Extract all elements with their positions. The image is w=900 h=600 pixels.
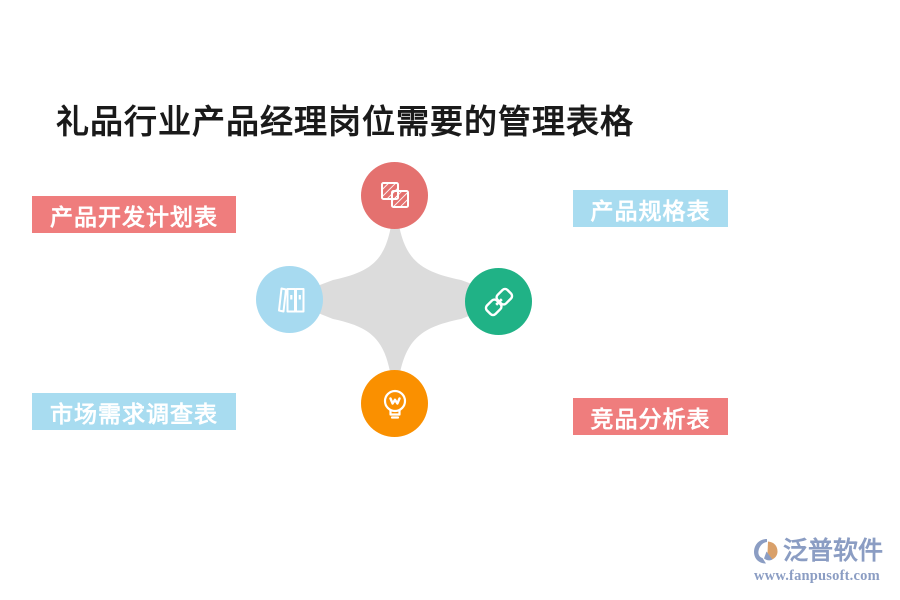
node-top-layers xyxy=(361,162,428,229)
logo-row: 泛普软件 xyxy=(753,535,893,567)
node-right-link xyxy=(465,268,532,335)
brand-logo: 泛普软件 www.fanpusoft.com xyxy=(753,535,893,585)
label-text: 产品开发计划表 xyxy=(50,203,218,230)
lightbulb-icon xyxy=(379,387,411,421)
four-point-star-shape xyxy=(283,198,513,408)
label-text: 产品规格表 xyxy=(590,197,711,224)
logo-website-url: www.fanpusoft.com xyxy=(754,568,880,584)
label-market-demand-survey: 市场需求调查表 xyxy=(32,393,236,430)
page-title: 礼品行业产品经理岗位需要的管理表格 xyxy=(56,103,634,140)
fanpu-logo-mark-icon xyxy=(753,537,783,565)
label-text: 竞品分析表 xyxy=(590,405,711,432)
logo-company-name: 泛普软件 xyxy=(783,537,884,565)
center-diagram xyxy=(243,158,553,448)
label-competitor-analysis: 竞品分析表 xyxy=(573,398,728,435)
layers-icon xyxy=(378,179,412,213)
node-left-books xyxy=(256,266,323,333)
node-bottom-idea xyxy=(361,370,428,437)
label-text: 市场需求调查表 xyxy=(50,400,218,427)
label-product-development-plan: 产品开发计划表 xyxy=(32,196,236,233)
label-product-specification: 产品规格表 xyxy=(573,190,728,227)
link-chain-icon xyxy=(482,285,516,319)
books-icon xyxy=(274,283,306,317)
